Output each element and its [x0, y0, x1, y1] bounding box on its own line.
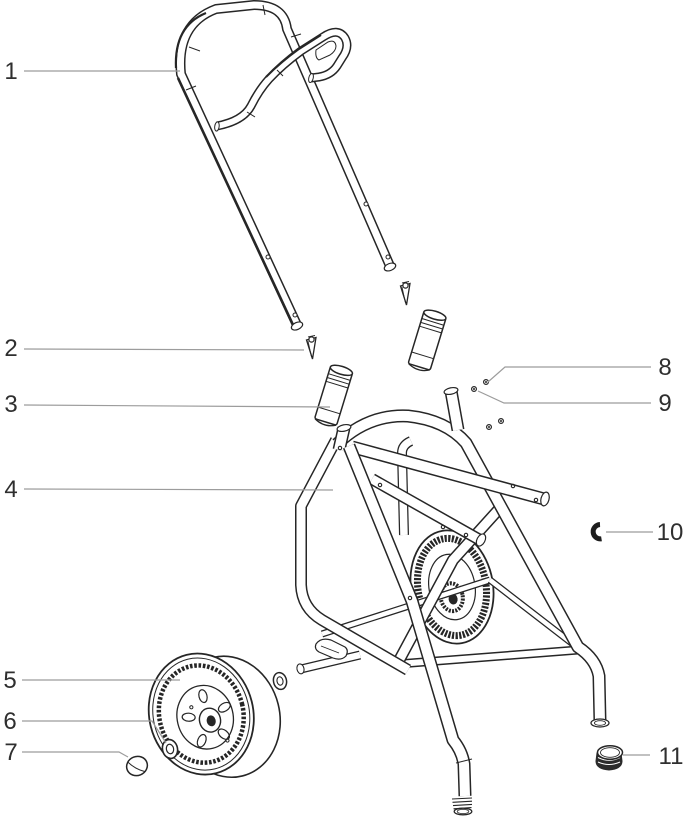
handle-sleeve-left	[314, 364, 354, 427]
diag-tube-end	[475, 533, 487, 547]
axle-washer	[272, 671, 288, 691]
handle-hole	[265, 254, 271, 260]
leader-line-9	[477, 390, 651, 404]
handle-tube-end-right	[383, 262, 397, 272]
leg-cap	[595, 744, 624, 771]
brace-loop-hole	[315, 40, 337, 61]
callout-label-2: 2	[4, 335, 17, 362]
retainer-clip	[590, 522, 602, 542]
handle-shading-edge	[176, 77, 296, 328]
handle-hole	[385, 254, 391, 260]
handle-assembly	[174, 5, 397, 331]
screw-small-1	[483, 379, 490, 386]
brace-end	[214, 121, 220, 132]
callout-label-11: 11	[659, 743, 683, 770]
frame-wheel	[409, 529, 495, 645]
handle-sleeve-right	[407, 309, 447, 372]
tire-tread-ring	[156, 663, 246, 765]
callout-label-4: 4	[4, 476, 17, 503]
handle-hole	[292, 312, 298, 318]
screw-small-3	[498, 418, 505, 425]
hub-cap	[125, 755, 149, 777]
callout-layer: 1 2 3 4 5 6 7 8 9 10 11	[3, 58, 683, 770]
leader-line-3	[23, 404, 331, 408]
axle-bracket	[314, 638, 348, 660]
leader-line-6	[22, 720, 167, 744]
socket-right-opening	[443, 386, 459, 396]
handle-hole	[363, 201, 369, 207]
front-leg-threads	[451, 758, 473, 816]
wheel	[147, 652, 282, 779]
spoke-holes	[181, 689, 231, 748]
cart-frame	[296, 386, 610, 816]
callout-label-3: 3	[4, 391, 17, 418]
leader-line-2	[23, 348, 305, 351]
leader-line-4	[23, 488, 334, 491]
axle-stub	[296, 638, 360, 675]
callout-label-8: 8	[658, 354, 671, 381]
leader-line-7	[22, 751, 129, 758]
screw-small-2	[471, 386, 478, 393]
socket-left-opening	[336, 423, 352, 433]
diag-tube-end	[540, 491, 550, 507]
screw-small-4	[486, 424, 493, 431]
hitch-pin-left	[305, 335, 317, 360]
axle-hole	[206, 715, 216, 727]
handle-tube-end-left	[290, 321, 304, 331]
callout-label-7: 7	[4, 739, 17, 766]
leader-line-8	[487, 366, 651, 383]
hitch-pin-right	[399, 281, 411, 306]
callout-label-9: 9	[658, 390, 671, 417]
frame-rivets	[337, 445, 539, 601]
callout-label-10: 10	[657, 519, 683, 546]
brace-end	[308, 73, 314, 83]
rear-leg-end	[590, 718, 610, 728]
callout-label-6: 6	[3, 708, 16, 735]
handle-cross-brace	[214, 32, 347, 132]
callout-label-5: 5	[3, 667, 16, 694]
callout-label-1: 1	[4, 58, 17, 85]
wheel-washer	[161, 738, 179, 760]
